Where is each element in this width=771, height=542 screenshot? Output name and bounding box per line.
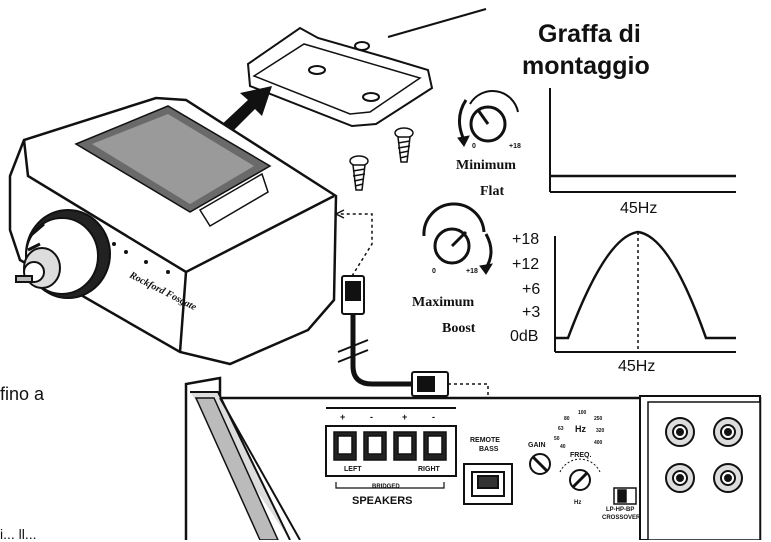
right-channel-label: RIGHT <box>418 466 440 473</box>
remote-knob <box>15 209 111 299</box>
freq-tick: 80 <box>564 416 570 422</box>
remote-panel-markings <box>112 242 170 274</box>
hz-label: Hz <box>575 424 586 434</box>
cable <box>350 314 412 387</box>
knob-min-icon <box>457 90 519 147</box>
connector-path-top <box>340 213 373 277</box>
knob-min-tick-min: 0 <box>472 143 476 150</box>
gain-knob <box>529 453 551 475</box>
graph-boost <box>554 230 736 353</box>
hz-label-lower: Hz <box>574 500 582 506</box>
remote-bass-label: BASS <box>479 446 499 453</box>
callout-title-line2: montaggio <box>522 52 650 80</box>
knob-max-label: Maximum <box>412 295 475 310</box>
knob-max-tick-min: 0 <box>432 268 436 275</box>
db-level: +12 <box>512 256 540 273</box>
polarity-label: + <box>340 412 346 422</box>
arrow-up-icon <box>218 86 272 138</box>
graph-flat <box>549 88 736 193</box>
callout-title-line1: Graffa di <box>538 20 641 48</box>
freq-tick: 63 <box>558 426 564 432</box>
freq-tick: 250 <box>594 416 603 422</box>
left-channel-label: LEFT <box>344 466 362 473</box>
freq-tick: 50 <box>554 436 560 442</box>
knob-min-tick-max: +18 <box>509 143 521 150</box>
rj-connector-top <box>341 275 365 315</box>
polarity-label: + <box>402 412 408 422</box>
freq-tick: 400 <box>594 440 603 446</box>
amplifier <box>184 376 762 540</box>
speaker-terminal <box>333 431 447 461</box>
db-level: 0dB <box>510 328 539 345</box>
knob-max-sublabel: Boost <box>442 321 476 336</box>
screw-icon <box>394 127 414 163</box>
speakers-label: SPEAKERS <box>352 495 413 507</box>
freq-tick: 320 <box>596 428 605 434</box>
polarity-label: - <box>432 412 435 422</box>
knob-max-icon <box>422 202 493 275</box>
crossover-switch <box>613 487 637 505</box>
cable-break-icon <box>337 339 369 363</box>
side-text-line2: i... ll... <box>0 526 37 542</box>
db-level: +3 <box>522 304 541 321</box>
polarity-label: - <box>370 412 373 422</box>
freq-tick: 40 <box>560 444 566 450</box>
remote-controller <box>8 96 338 366</box>
remote-bass-port <box>463 463 513 505</box>
rj-connector-bottom <box>411 371 449 397</box>
freq-tick: 100 <box>578 410 587 416</box>
graph-flat-freq-label: 45Hz <box>620 200 658 217</box>
knob-min-sublabel: Flat <box>480 184 505 199</box>
db-level: +6 <box>522 281 541 298</box>
bridged-label: BRIDGED <box>372 484 400 490</box>
freq-knob <box>559 458 601 491</box>
gain-label: GAIN <box>528 442 546 449</box>
graph-boost-freq-label: 45Hz <box>618 358 656 375</box>
crossover-label: LP-HP-BP <box>606 507 635 513</box>
knob-min-label: Minimum <box>456 158 516 173</box>
remote-bass-label: REMOTE <box>470 437 500 444</box>
knob-max-tick-max: +18 <box>466 268 478 275</box>
screw-icon <box>349 155 369 191</box>
power-terminal <box>665 417 743 493</box>
mounting-bracket <box>246 26 434 128</box>
side-text-line1: fino a <box>0 384 45 404</box>
crossover-label: CROSSOVER <box>602 515 641 521</box>
db-level: +18 <box>512 231 540 248</box>
freq-label: FREQ. <box>570 452 592 459</box>
callout-leader-line <box>387 8 487 38</box>
